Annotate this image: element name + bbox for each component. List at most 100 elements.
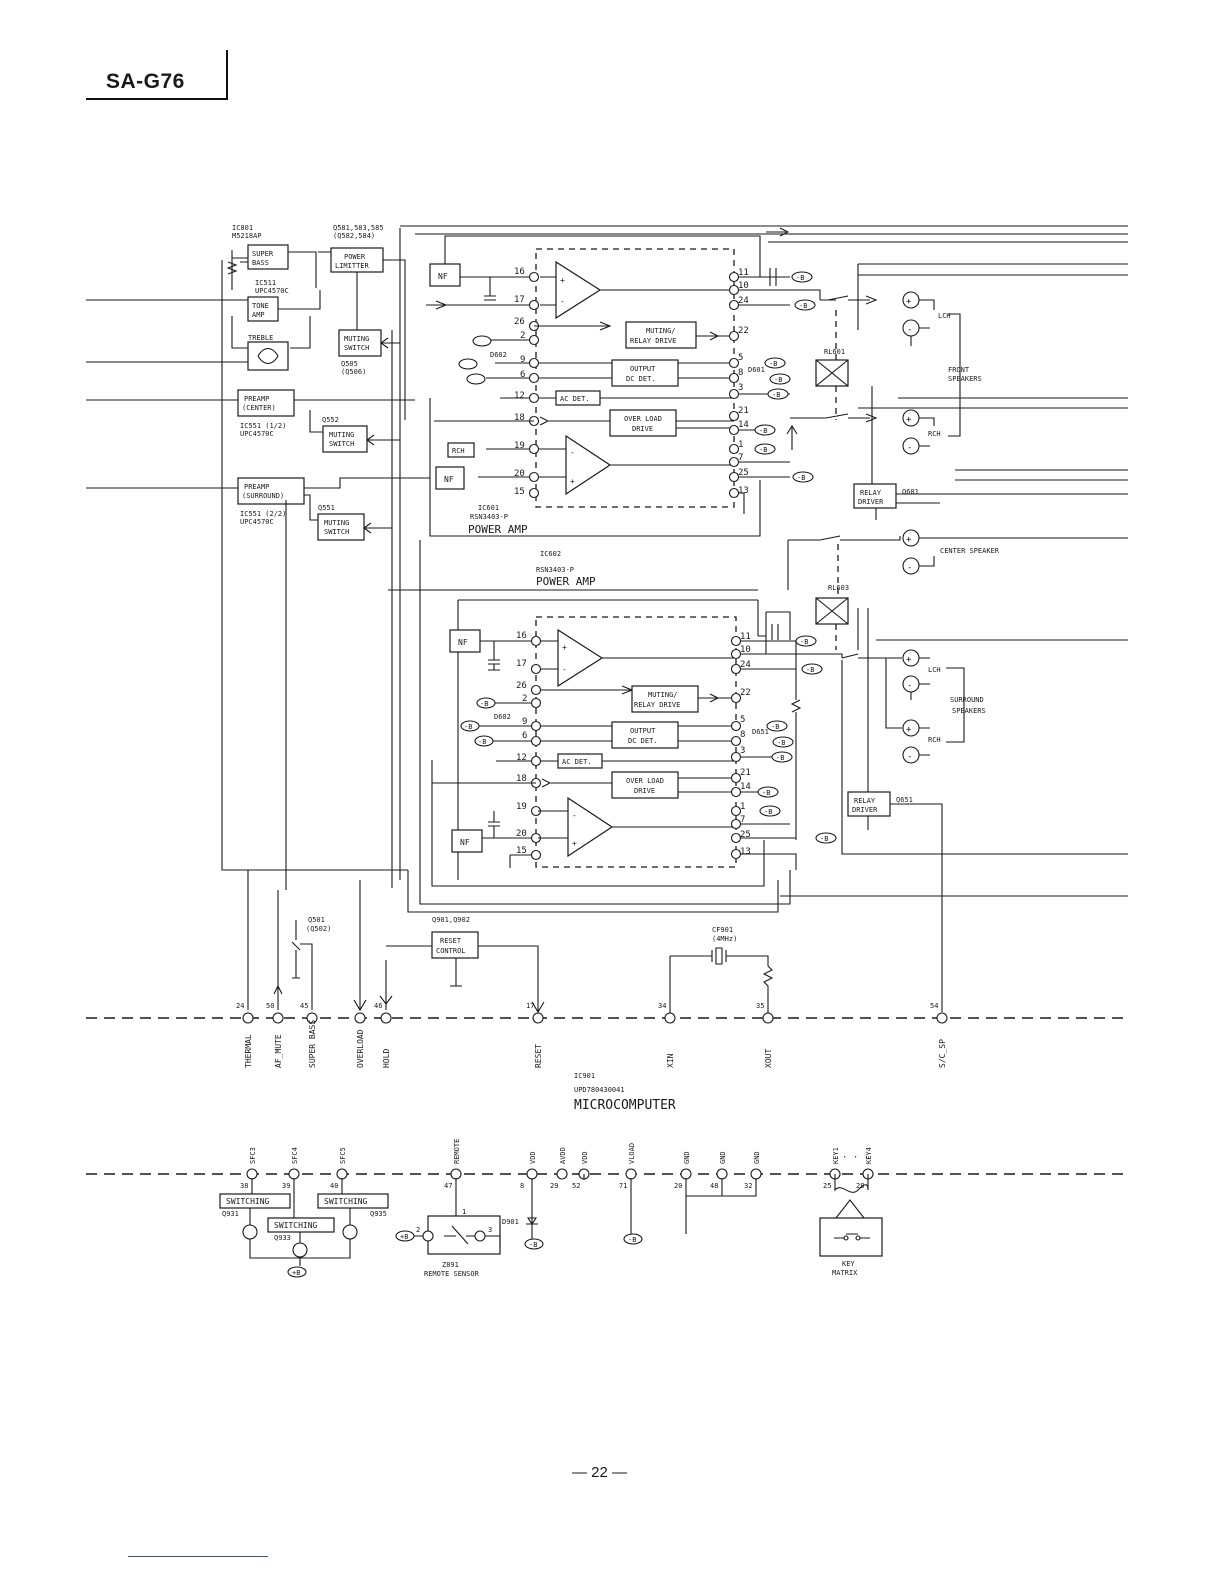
svg-text:Q551: Q551	[318, 504, 335, 512]
mcu-pin-xin	[664, 1012, 676, 1024]
svg-text:-B: -B	[478, 738, 486, 746]
svg-text:2: 2	[520, 331, 525, 341]
svg-text:+: +	[562, 643, 567, 652]
left-section: IC801 M5218AP Q581,583,585 (Q582,584) SU…	[221, 224, 430, 890]
muting-switch-block-3	[317, 513, 365, 541]
svg-text:21: 21	[740, 768, 751, 778]
treble-block	[247, 341, 289, 371]
mcu-pin-number: 52	[572, 1182, 580, 1190]
svg-text:UPD780430041: UPD780430041	[574, 1086, 625, 1094]
mcu-pin-number: 32	[744, 1182, 752, 1190]
svg-text:RELAY DRIVE: RELAY DRIVE	[630, 337, 676, 345]
mcu-pin-label: RESET	[534, 1044, 543, 1068]
mcu-pin-label: KEY4	[865, 1147, 873, 1164]
svg-text:-: -	[907, 325, 912, 335]
mcu-pin-number: 17	[526, 1002, 534, 1010]
svg-text:9: 9	[522, 717, 527, 727]
svg-text:D901: D901	[502, 1218, 519, 1226]
top-rails	[400, 225, 1128, 243]
svg-text:14: 14	[738, 420, 749, 430]
mcu-pin-number: 54	[930, 1002, 938, 1010]
amp-triangle-1	[555, 260, 602, 320]
svg-text:IC901: IC901	[574, 1072, 595, 1080]
mcu-pin-number: 48	[710, 1182, 718, 1190]
reset-control-block	[431, 931, 479, 959]
rch-block	[447, 442, 475, 458]
svg-text:7: 7	[738, 453, 743, 463]
svg-text:-B: -B	[797, 474, 805, 482]
svg-text:OUTPUT: OUTPUT	[630, 365, 656, 373]
svg-text:MICROCOMPUTER: MICROCOMPUTER	[574, 1098, 676, 1113]
svg-text:KEY: KEY	[842, 1260, 855, 1268]
svg-text:(CENTER): (CENTER)	[242, 404, 276, 412]
svg-text:DC DET.: DC DET.	[626, 375, 656, 383]
nf-block-2	[435, 466, 465, 490]
svg-text:+: +	[572, 839, 577, 848]
svg-text:NF: NF	[460, 838, 470, 847]
led-icon-1	[242, 1224, 258, 1240]
svg-text:POWER AMP: POWER AMP	[536, 575, 596, 588]
ic602-power-amp: NF + - 16 17 26 2 9 6 12 18 19 20 15	[388, 589, 843, 887]
svg-text:LCH: LCH	[938, 312, 951, 320]
svg-text:(Q582,584): (Q582,584)	[333, 232, 375, 240]
over-load-drive-block-2	[611, 771, 679, 799]
mcu-pin-label: SFC3	[249, 1147, 257, 1164]
svg-text:IC602: IC602	[540, 550, 561, 558]
svg-text:IC551 (2/2): IC551 (2/2)	[240, 510, 286, 518]
svg-text:6: 6	[522, 731, 527, 741]
switching-block-2	[317, 1193, 389, 1209]
svg-text:13: 13	[740, 847, 751, 857]
mcu-pin-label: THERMAL	[244, 1034, 253, 1068]
svg-text:DRIVE: DRIVE	[634, 787, 655, 795]
svg-text:MUTING: MUTING	[329, 431, 354, 439]
svg-text:TONE: TONE	[252, 302, 269, 310]
remote-sensor-block	[427, 1215, 501, 1255]
mcu-pin-number: 40	[330, 1182, 338, 1190]
svg-text:-: -	[907, 752, 912, 762]
relay-driver-block-1	[853, 483, 897, 509]
svg-text:SWITCHING: SWITCHING	[226, 1197, 270, 1206]
mcu-pin-reset	[532, 1012, 544, 1024]
mcu-pin-label: XOUT	[764, 1049, 773, 1068]
mcu-pin-number: 46	[374, 1002, 382, 1010]
svg-text:+B: +B	[292, 1269, 300, 1277]
svg-text:-B: -B	[820, 835, 828, 843]
mcu-pin-gnd	[716, 1168, 728, 1180]
svg-text:-B: -B	[777, 739, 785, 747]
amp-triangle-3	[557, 628, 604, 688]
svg-text:+: +	[570, 477, 575, 486]
model-label: SA-G76	[106, 70, 185, 93]
page-number: — 22 —	[572, 1464, 628, 1481]
svg-text:-B: -B	[759, 446, 767, 454]
svg-text:Q933: Q933	[274, 1234, 291, 1242]
mcu-pin-label: KEY1	[832, 1147, 840, 1164]
svg-text:+: +	[906, 415, 912, 425]
svg-text:SPEAKERS: SPEAKERS	[952, 707, 986, 715]
svg-text:6: 6	[520, 370, 525, 380]
svg-text:11: 11	[740, 632, 751, 642]
preamp-center-block	[237, 389, 295, 417]
mcu-pin-number: 29	[550, 1182, 558, 1190]
svg-text:3: 3	[740, 746, 745, 756]
mcu-pin-s-c-sp	[936, 1012, 948, 1024]
svg-text:-B: -B	[800, 638, 808, 646]
svg-text:DC DET.: DC DET.	[628, 737, 658, 745]
muting-relay-drive-block-1	[625, 321, 697, 349]
svg-text:16: 16	[514, 267, 525, 277]
svg-text:SWITCH: SWITCH	[324, 528, 349, 536]
mcu-pin-label: SFC5	[339, 1147, 347, 1164]
svg-text:POWER: POWER	[344, 253, 366, 261]
svg-text:RSN3403-P: RSN3403-P	[536, 566, 574, 574]
svg-text:17: 17	[514, 295, 525, 305]
svg-text:-: -	[570, 448, 575, 457]
svg-text:TREBLE: TREBLE	[248, 334, 273, 342]
svg-text:CF901: CF901	[712, 926, 733, 934]
svg-text:21: 21	[738, 406, 749, 416]
svg-text:RELAY: RELAY	[854, 797, 876, 805]
svg-text:CENTER SPEAKER: CENTER SPEAKER	[940, 547, 1000, 555]
front-speaker-section: + - LCH RL601 FRONT SPEAKERS + - RCH REL…	[790, 263, 1128, 520]
svg-text:(Q506): (Q506)	[341, 368, 366, 376]
svg-text:-B: -B	[759, 427, 767, 435]
svg-text:2: 2	[416, 1226, 420, 1234]
mcu-pin-super-bass	[306, 1012, 318, 1024]
